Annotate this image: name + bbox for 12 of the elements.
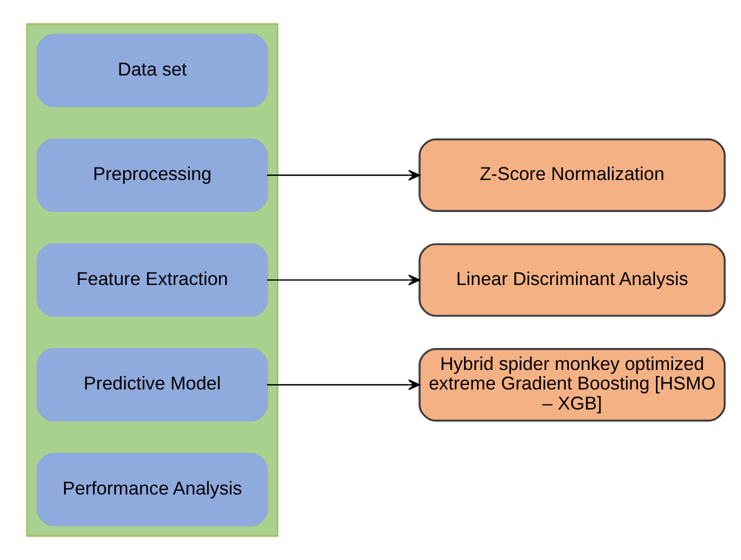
node-box: Z-Score Normalization [418, 138, 726, 212]
node-box: Linear Discriminant Analysis [418, 243, 726, 317]
node-box: Hybrid spider monkey optimized extreme Gradient Boosting [HSMO – XGB] [418, 348, 726, 422]
node-box: Predictive Model [36, 348, 268, 422]
node-box: Performance Analysis [36, 452, 268, 526]
node-box: Feature Extraction [36, 243, 268, 317]
arrow [267, 379, 420, 390]
arrow [267, 170, 420, 181]
arrow [267, 274, 420, 286]
node-box: Data set [36, 34, 268, 108]
cluster [26, 23, 278, 537]
node-box: Preprocessing [36, 138, 268, 212]
